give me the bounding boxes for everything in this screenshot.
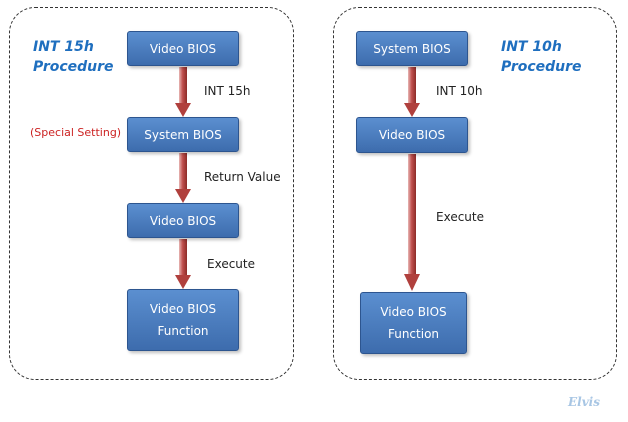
left-video-bios-function-box: Video BIOS Function <box>127 289 239 351</box>
left-video-bios-box-1: Video BIOS <box>127 31 239 66</box>
left-system-bios-box: System BIOS <box>127 117 239 152</box>
left-video-bios-box-2: Video BIOS <box>127 203 239 238</box>
special-setting-note: (Special Setting) <box>30 126 122 139</box>
right-box3-line1: Video BIOS <box>380 305 447 319</box>
right-system-bios-box: System BIOS <box>356 31 468 66</box>
arrow-right-1 <box>404 67 420 117</box>
right-video-bios-function-box: Video BIOS Function <box>360 292 467 354</box>
int10h-title: INT 10h Procedure <box>501 37 582 77</box>
int10h-panel <box>333 7 617 380</box>
right-box1-label: System BIOS <box>373 41 451 56</box>
int10h-title-line2: Procedure <box>501 59 582 75</box>
left-arrow2-label: Return Value <box>204 170 281 184</box>
left-arrow3-label: Execute <box>207 257 255 271</box>
int10h-title-line1: INT 10h <box>501 39 562 55</box>
left-box2-label: System BIOS <box>144 127 222 142</box>
left-box4-line1: Video BIOS <box>149 302 217 316</box>
arrow-left-2 <box>175 153 191 203</box>
int15h-title: INT 15h Procedure <box>33 37 114 77</box>
right-box2-label: Video BIOS <box>378 128 446 142</box>
arrow-right-2 <box>404 154 420 291</box>
int15h-title-line2: Procedure <box>33 59 114 75</box>
left-box3-label: Video BIOS <box>149 213 217 228</box>
right-arrow1-label: INT 10h <box>436 84 483 98</box>
left-arrow1-label: INT 15h <box>204 84 251 98</box>
right-arrow2-label: Execute <box>436 210 484 224</box>
arrow-left-3 <box>175 239 191 289</box>
int15h-title-line1: INT 15h <box>33 39 94 55</box>
arrow-left-1 <box>175 67 191 117</box>
int15h-panel <box>9 7 294 380</box>
author-signature: Elvis <box>568 395 600 409</box>
right-video-bios-box: Video BIOS <box>356 117 468 153</box>
left-box1-label: Video BIOS <box>149 41 217 56</box>
right-box3-line2: Function <box>387 327 440 341</box>
left-box4-line2: Function <box>157 324 209 338</box>
